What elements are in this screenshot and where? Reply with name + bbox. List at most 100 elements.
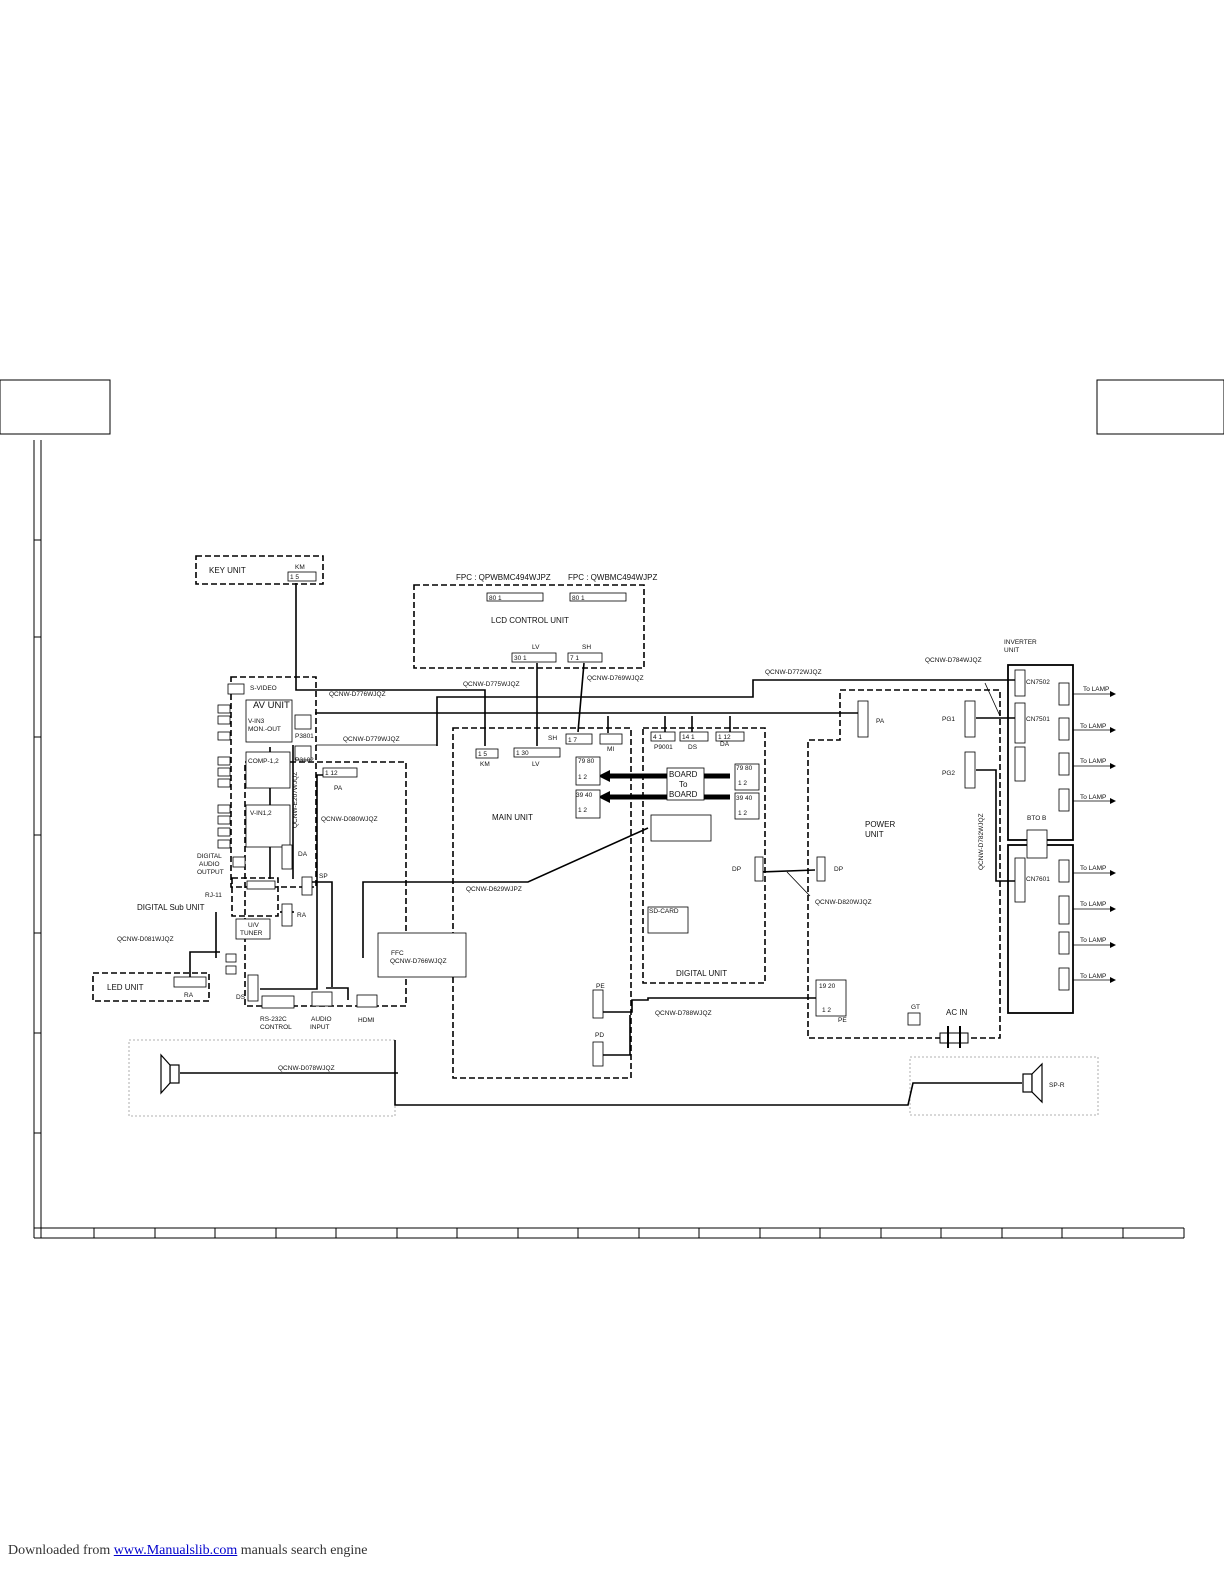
lcd-control-unit-outline (413, 584, 645, 669)
pg1-label: PG1 (942, 716, 955, 723)
cn7502-label: CN7502 (1026, 679, 1050, 686)
board-to-board-line3: BOARD (669, 790, 698, 799)
ra-led-label: RA (184, 992, 194, 999)
digital-audio-output-line3: OUTPUT (197, 869, 224, 876)
km-pins: 1 5 (290, 574, 299, 581)
cable-d779-label: QCNW-D779WJQZ (343, 736, 400, 743)
svideo-label: S-VIDEO (250, 685, 277, 692)
cable-d081-label: QCNW-D081WJQZ (117, 936, 174, 943)
cable-d766-label: QCNW-D766WJQZ (390, 958, 447, 965)
comp-label: COMP-1,2 (248, 758, 279, 765)
to-lamp-5: To LAMP (1080, 865, 1106, 872)
footer-prefix: Downloaded from (8, 1543, 114, 1558)
board-to-board-line1: BOARD (669, 770, 698, 779)
vin12-label: V-IN1,2 (250, 810, 272, 817)
km-main-label: KM (480, 761, 490, 768)
speaker-area-right (909, 1056, 1099, 1116)
ffc-label: FFC (391, 950, 404, 957)
board-to-board-line2: To (679, 780, 688, 789)
digital-sub-unit-outline (231, 877, 279, 917)
main-b2b-12-1: 1 2 (578, 774, 587, 781)
speaker-left-icon (160, 1053, 180, 1095)
digital-sub-unit-label: DIGITAL Sub UNIT (137, 903, 205, 912)
gt-label: GT (911, 1004, 920, 1011)
da-label: DA (720, 741, 730, 748)
av-unit-lower-outline (244, 761, 407, 1007)
digital-audio-output-line1: DIGITAL (197, 853, 222, 860)
uv-tuner-line1: U/V (248, 922, 260, 929)
board-to-board-arrows (598, 770, 730, 803)
to-lamp-1: To LAMP (1083, 686, 1109, 693)
cable-d080-label: QCNW-D080WJQZ (321, 816, 378, 823)
cn7601-label: CN7601 (1026, 876, 1050, 883)
title-block-left (0, 379, 111, 435)
footer-suffix: manuals search engine (237, 1543, 368, 1558)
pe-main-label: PE (596, 983, 605, 990)
to-lamp-8: To LAMP (1080, 973, 1106, 980)
cable-d629-label: QCNW-D629WJPZ (466, 886, 522, 893)
km-main-pins: 1 5 (478, 751, 487, 758)
lv-main-pins: 1 30 (516, 750, 529, 757)
pe-power-pins-bottom: 1 2 (822, 1007, 831, 1014)
da-av-label: DA (298, 851, 308, 858)
ra-av-label: RA (297, 912, 307, 919)
bto-b-connector (1026, 829, 1048, 859)
dp-digital-label: DP (732, 866, 741, 873)
sp-r-label: SP-R (1049, 1082, 1065, 1089)
pg2-label: PG2 (942, 770, 955, 777)
fpc1-pins: 80 1 (489, 595, 502, 602)
pa-power-label: PA (876, 718, 885, 725)
ac-in-label: AC IN (946, 1008, 968, 1017)
vin3-label: V-IN3 (248, 718, 265, 725)
digital-unit-label: DIGITAL UNIT (676, 969, 727, 978)
key-unit-label: KEY UNIT (209, 566, 246, 575)
cable-d820-label: QCNW-D820WJQZ (815, 899, 872, 906)
lv-main-label: LV (532, 761, 540, 768)
power-unit-outline (807, 689, 1001, 1039)
footer-credit: Downloaded from www.Manualslib.com manua… (8, 1543, 368, 1559)
digital-audio-output-line2: AUDIO (199, 861, 220, 868)
led-unit-label: LED UNIT (107, 983, 144, 992)
power-unit-line1: POWER (865, 820, 895, 829)
main-b2b-pins-1: 79 80 (578, 758, 595, 765)
main-unit-label: MAIN UNIT (492, 813, 533, 822)
digital-unit-outline (642, 727, 766, 984)
digital-b2b-pins-1: 79 80 (736, 765, 753, 772)
sd-card-label: SD-CARD (649, 908, 679, 915)
pe-power-pins-top: 19 20 (819, 983, 836, 990)
inverter-unit-line2: UNIT (1004, 647, 1019, 654)
cable-routing (180, 583, 1022, 1106)
connector-blocks (173, 571, 1070, 1067)
speaker-right-icon (1022, 1062, 1043, 1104)
cable-d776-label: QCNW-D776WJQZ (329, 691, 386, 698)
sh-main-label: SH (548, 735, 557, 742)
rs232-line2: CONTROL (260, 1024, 292, 1031)
ds-label: DS (688, 744, 698, 751)
inverter-unit-line1: INVERTER (1004, 639, 1037, 646)
hdmi-label: HDMI (358, 1017, 375, 1024)
pa-av-label: PA (334, 785, 343, 792)
cable-d782-label: QCNW-D782WJQZ (978, 813, 985, 870)
cable-d788-label: QCNW-D788WJQZ (655, 1010, 712, 1017)
led-unit-outline (92, 972, 210, 1002)
bto-b-label: BTO B (1027, 815, 1046, 822)
cable-d784-label: QCNW-D784WJQZ (925, 657, 982, 664)
lcd-control-unit-label: LCD CONTROL UNIT (491, 616, 569, 625)
sh-main-pins: 1 7 (568, 737, 577, 744)
digital-b2b-12-1: 1 2 (738, 780, 747, 787)
sp-av-label: SP (319, 873, 328, 880)
da-pins: 1 12 (718, 734, 731, 741)
p9001-label: P9001 (654, 744, 673, 751)
pe-power-label: PE (838, 1017, 847, 1024)
pd-label: PD (595, 1032, 604, 1039)
power-unit-line2: UNIT (865, 830, 884, 839)
audio-input-line1: AUDIO (311, 1016, 332, 1023)
key-unit-outline (195, 555, 324, 585)
ds-pins: 14 1 (682, 734, 695, 741)
main-b2b-pins-2: 39 40 (576, 792, 593, 799)
digital-b2b-pins-2: 39 40 (736, 795, 753, 802)
to-lamp-6: To LAMP (1080, 901, 1106, 908)
main-b2b-12-2: 1 2 (578, 807, 587, 814)
manualslib-link[interactable]: www.Manualslib.com (113, 1543, 238, 1558)
